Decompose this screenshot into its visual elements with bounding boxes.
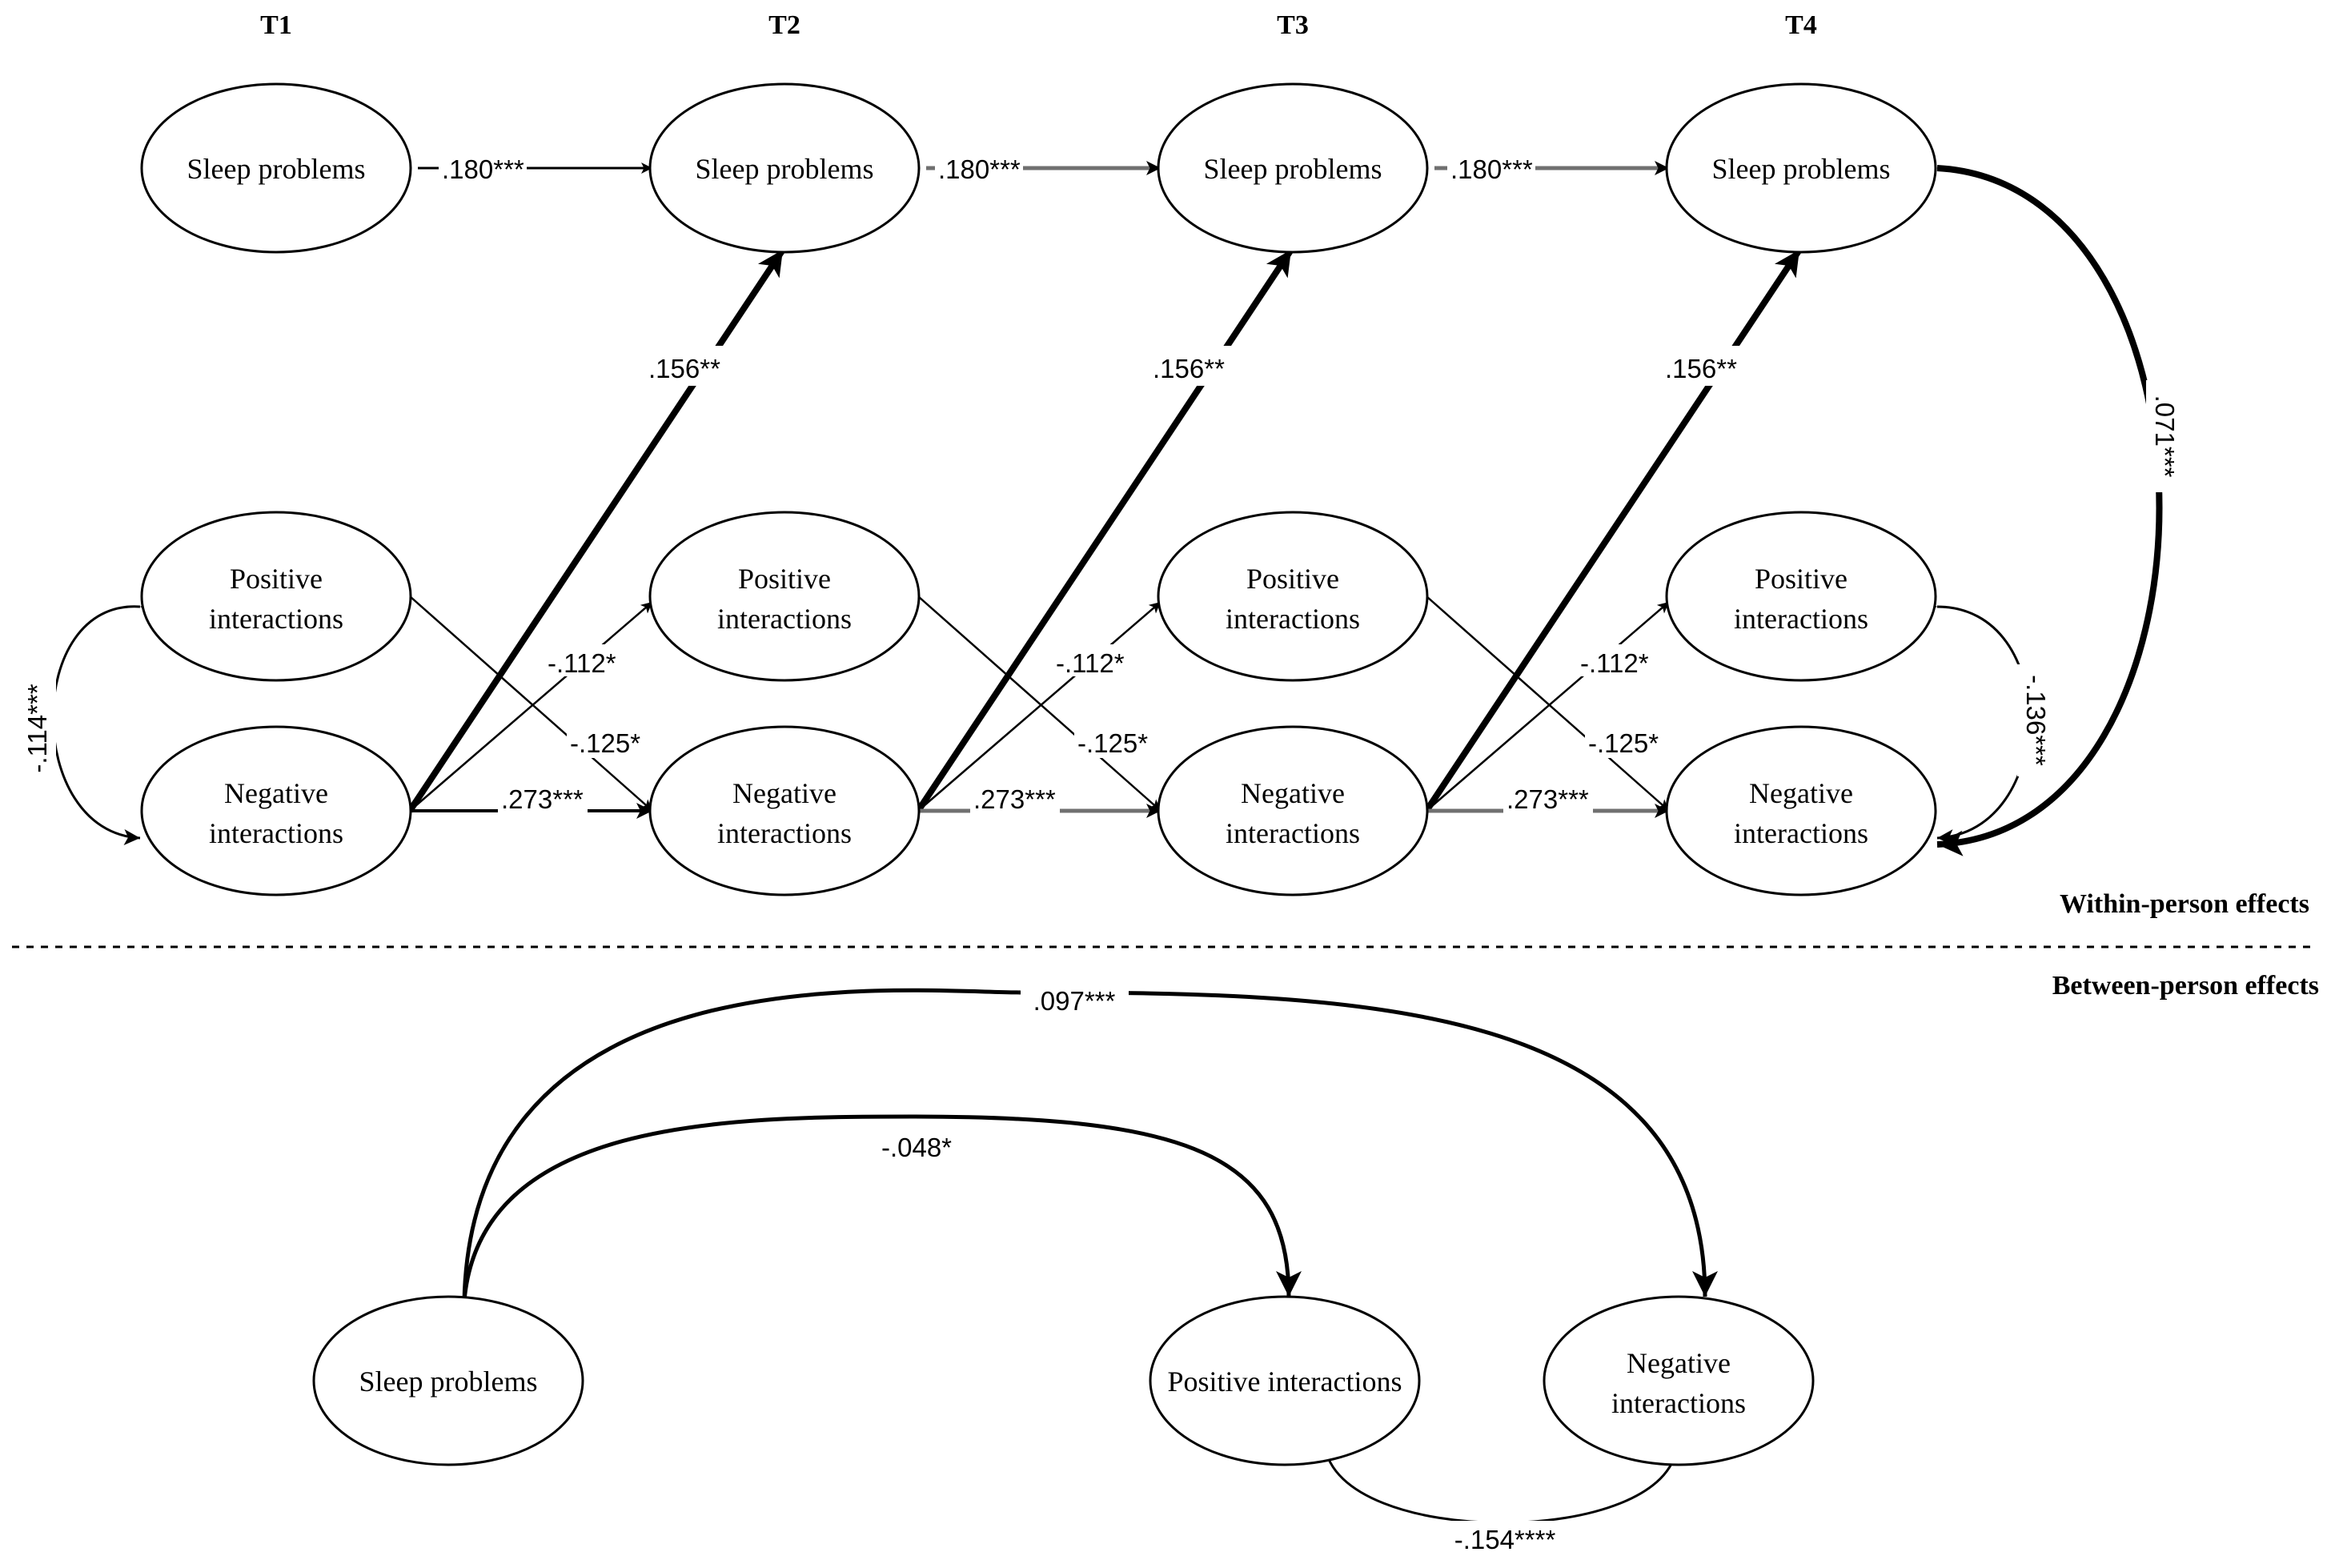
node-positive-t3: Positive interactions [1157,511,1429,682]
coef-between-sleep-pos: -.048* [881,1133,952,1162]
time-label-t2: T2 [768,10,800,40]
coef-between-sleep-neg: .097*** [1033,986,1116,1016]
node-positive-t1: Positive interactions [140,511,412,682]
within-person-label: Within-person effects [2060,889,2309,919]
svg-text:Sleep problems: Sleep problems [696,153,874,185]
coef-sleep-t2-t3: .180*** [938,154,1021,184]
svg-text:interactions: interactions [1734,817,1868,849]
svg-text:interactions: interactions [1226,603,1360,635]
coef-neg-sleep-t2: .156** [648,354,720,383]
svg-text:Sleep problems: Sleep problems [187,153,366,185]
node-sleep-t3: Sleep problems [1157,82,1429,254]
svg-text:Sleep problems: Sleep problems [1204,153,1382,185]
coef-pos-neg-t3: -.125* [1077,728,1148,758]
coef-cov-t1-pos-neg: -.114*** [22,684,52,772]
node-between-negative: Negative interactions [1543,1295,1815,1466]
svg-text:Negative: Negative [1749,777,1853,809]
edge-pos-t2-neg-t3 [917,596,1161,812]
svg-text:interactions: interactions [1611,1387,1746,1419]
svg-text:interactions: interactions [1734,603,1868,635]
time-label-t4: T4 [1785,10,1817,40]
coef-sleep-t3-t4: .180*** [1450,154,1533,184]
coef-neg-pos-t2: -.112* [548,648,616,678]
svg-text:Positive: Positive [738,563,831,595]
edge-neg-t1-sleep-t2 [407,247,786,813]
coef-neg-t1-t2: .273*** [501,784,584,814]
coef-pos-neg-t2: -.125* [570,728,640,758]
node-negative-t2: Negative interactions [648,725,921,896]
edge-neg-t2-sleep-t3 [915,247,1294,813]
svg-text:Sleep problems: Sleep problems [359,1365,538,1398]
edge-neg-t3-pos-t4 [1426,601,1670,812]
node-positive-t4: Positive interactions [1665,511,1937,682]
node-negative-t4: Negative interactions [1665,725,1937,896]
node-sleep-t4: Sleep problems [1665,82,1937,254]
svg-text:interactions: interactions [209,603,343,635]
coef-neg-pos-t3: -.112* [1056,648,1125,678]
svg-text:Sleep problems: Sleep problems [1712,153,1891,185]
time-label-t1: T1 [260,10,292,40]
svg-text:Positive: Positive [1246,563,1339,595]
coef-neg-t3-t4: .273*** [1507,784,1589,814]
edge-neg-t2-pos-t3 [917,601,1161,812]
node-sleep-t1: Sleep problems [140,82,412,254]
coef-neg-sleep-t3: .156** [1153,354,1225,383]
node-sleep-t2: Sleep problems [648,82,921,254]
node-positive-t2: Positive interactions [648,511,921,682]
edge-cov-t4-pos-neg [1920,598,2030,846]
svg-text:Negative: Negative [1241,777,1345,809]
edge-between-sleep-neg [451,988,1718,1327]
coef-pos-neg-t4: -.125* [1588,728,1659,758]
edge-pos-t3-neg-t4 [1426,596,1670,812]
coef-sleep-t1-t2: .180*** [442,154,524,184]
edge-neg-t1-pos-t2 [409,601,653,812]
edge-neg-t3-sleep-t4 [1423,247,1803,813]
svg-text:interactions: interactions [717,603,852,635]
node-between-positive: Positive interactions [1149,1295,1421,1466]
node-negative-t3: Negative interactions [1157,725,1429,896]
node-negative-t1: Negative interactions [140,725,412,896]
svg-text:Positive: Positive [1755,563,1848,595]
coef-cov-t4-pos-neg: -.136*** [2021,675,2051,766]
between-person-label: Between-person effects [2052,971,2319,1001]
svg-text:interactions: interactions [1226,817,1360,849]
node-between-sleep: Sleep problems [312,1295,584,1466]
coef-neg-t2-t3: .273*** [973,784,1056,814]
svg-text:Negative: Negative [224,777,328,809]
svg-text:interactions: interactions [717,817,852,849]
svg-text:Negative: Negative [1627,1347,1731,1379]
svg-text:Positive interactions: Positive interactions [1168,1365,1402,1398]
svg-text:interactions: interactions [209,817,343,849]
edge-between-sleep-pos [449,1114,1302,1328]
coef-cov-t4-sleep-neg: .071*** [2150,395,2180,478]
coef-neg-sleep-t4: .156** [1665,354,1737,383]
coef-between-pos-neg: -.154**** [1454,1525,1556,1554]
coef-neg-pos-t4: -.112* [1580,648,1649,678]
edge-cov-t1-pos-neg [51,600,157,845]
svg-text:Positive: Positive [230,563,323,595]
edge-cov-t4-sleep-neg [1911,154,2163,856]
edge-pos-t1-neg-t2 [409,596,653,812]
svg-text:Negative: Negative [732,777,837,809]
time-label-t3: T3 [1277,10,1309,40]
